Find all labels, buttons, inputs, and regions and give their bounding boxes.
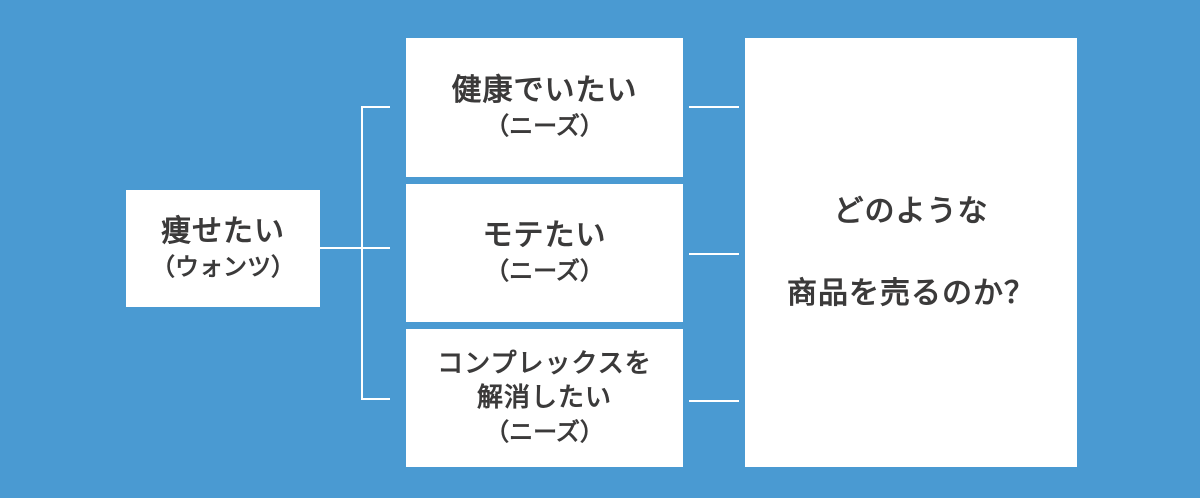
question-line2: 商品を売るのか？ [787, 275, 1035, 311]
need-title-line1: コンプレックスを [437, 349, 652, 379]
connector-wants-stem [320, 247, 390, 249]
connector-need2 [689, 253, 739, 255]
bracket-bottom-arm [361, 398, 390, 400]
need-title: モテたい [482, 218, 607, 253]
wants-box: 痩せたい （ウォンツ） [126, 190, 320, 307]
need-box-popular: モテたい （ニーズ） [406, 184, 683, 322]
bracket-vertical [361, 106, 363, 400]
need-box-health: 健康でいたい （ニーズ） [406, 38, 683, 177]
need-subtitle: （ニーズ） [485, 257, 604, 285]
question-line1: どのような [833, 193, 989, 229]
bracket-top-arm [361, 106, 390, 108]
need-subtitle: （ニーズ） [485, 111, 604, 140]
connector-need3 [689, 400, 739, 402]
wants-subtitle: （ウォンツ） [151, 252, 295, 281]
need-title: 健康でいたい [451, 72, 638, 108]
need-box-complex: コンプレックスを 解消したい （ニーズ） [406, 329, 683, 467]
need-title-line2: 解消したい [476, 383, 612, 413]
connector-need1 [689, 106, 739, 108]
need-subtitle: （ニーズ） [485, 418, 604, 446]
wants-title: 痩せたい [161, 213, 285, 249]
question-box: どのような 商品を売るのか？ [745, 38, 1077, 467]
